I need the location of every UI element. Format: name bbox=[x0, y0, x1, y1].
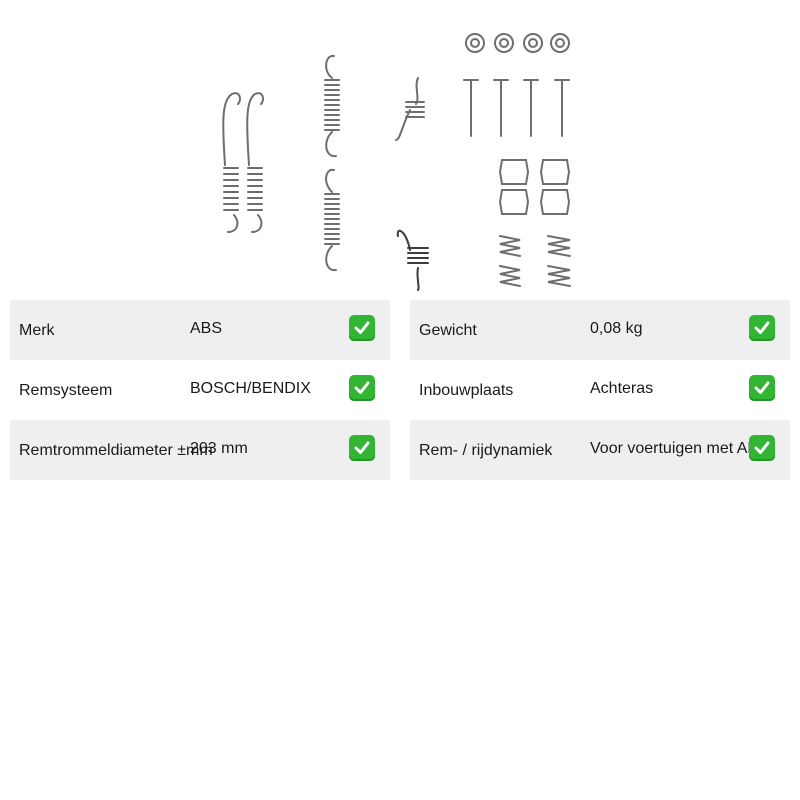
short-spring-top bbox=[395, 77, 425, 141]
spec-label: Merk bbox=[19, 322, 55, 339]
spec-label: Gewicht bbox=[419, 322, 477, 339]
check-icon bbox=[349, 435, 375, 461]
spec-label: Rem- / rijdynamiek bbox=[419, 442, 553, 459]
spec-label: Inbouwplaats bbox=[419, 382, 514, 399]
star-washers bbox=[465, 33, 570, 53]
spec-row-merk: Merk ABS bbox=[10, 300, 390, 360]
spec-value: 203 mm bbox=[190, 440, 248, 457]
product-image bbox=[0, 0, 800, 300]
brake-kit-parts-illustration bbox=[222, 33, 571, 291]
check-icon bbox=[749, 375, 775, 401]
check-icon bbox=[749, 315, 775, 341]
spec-value: 0,08 kg bbox=[590, 320, 643, 337]
spec-row-inbouwplaats: Inbouwplaats Achteras bbox=[410, 360, 790, 420]
spec-row-rijdynamiek: Rem- / rijdynamiek Voor voertuigen met A… bbox=[410, 420, 790, 480]
spec-value: BOSCH/BENDIX bbox=[190, 380, 311, 397]
spec-row-gewicht: Gewicht 0,08 kg bbox=[410, 300, 790, 360]
check-icon bbox=[749, 435, 775, 461]
check-icon bbox=[349, 375, 375, 401]
spec-row-remtrommeldiameter: Remtrommeldiameter ±mm 203 mm bbox=[10, 420, 390, 480]
spec-table-left: Merk ABS Remsysteem BOSCH/BENDIX Remtrom… bbox=[10, 300, 390, 480]
compression-springs bbox=[499, 235, 571, 287]
spec-label: Remsysteem bbox=[19, 382, 113, 399]
coil-spring-top bbox=[324, 54, 340, 158]
spec-value: Voor voertuigen met ABS bbox=[590, 440, 769, 457]
spring-cups bbox=[498, 159, 571, 215]
spec-table-right: Gewicht 0,08 kg Inbouwplaats Achteras Re… bbox=[410, 300, 790, 480]
long-spring-1 bbox=[222, 92, 241, 233]
retaining-pins bbox=[463, 79, 570, 137]
long-spring-2 bbox=[246, 92, 264, 233]
coil-spring-bottom bbox=[324, 168, 340, 272]
spec-value: Achteras bbox=[590, 380, 654, 397]
spec-label: Remtrommeldiameter ±mm bbox=[19, 442, 213, 459]
spec-value: ABS bbox=[190, 320, 223, 337]
check-icon bbox=[349, 315, 375, 341]
spec-row-remsysteem: Remsysteem BOSCH/BENDIX bbox=[10, 360, 390, 420]
short-spring-bottom bbox=[396, 229, 429, 291]
